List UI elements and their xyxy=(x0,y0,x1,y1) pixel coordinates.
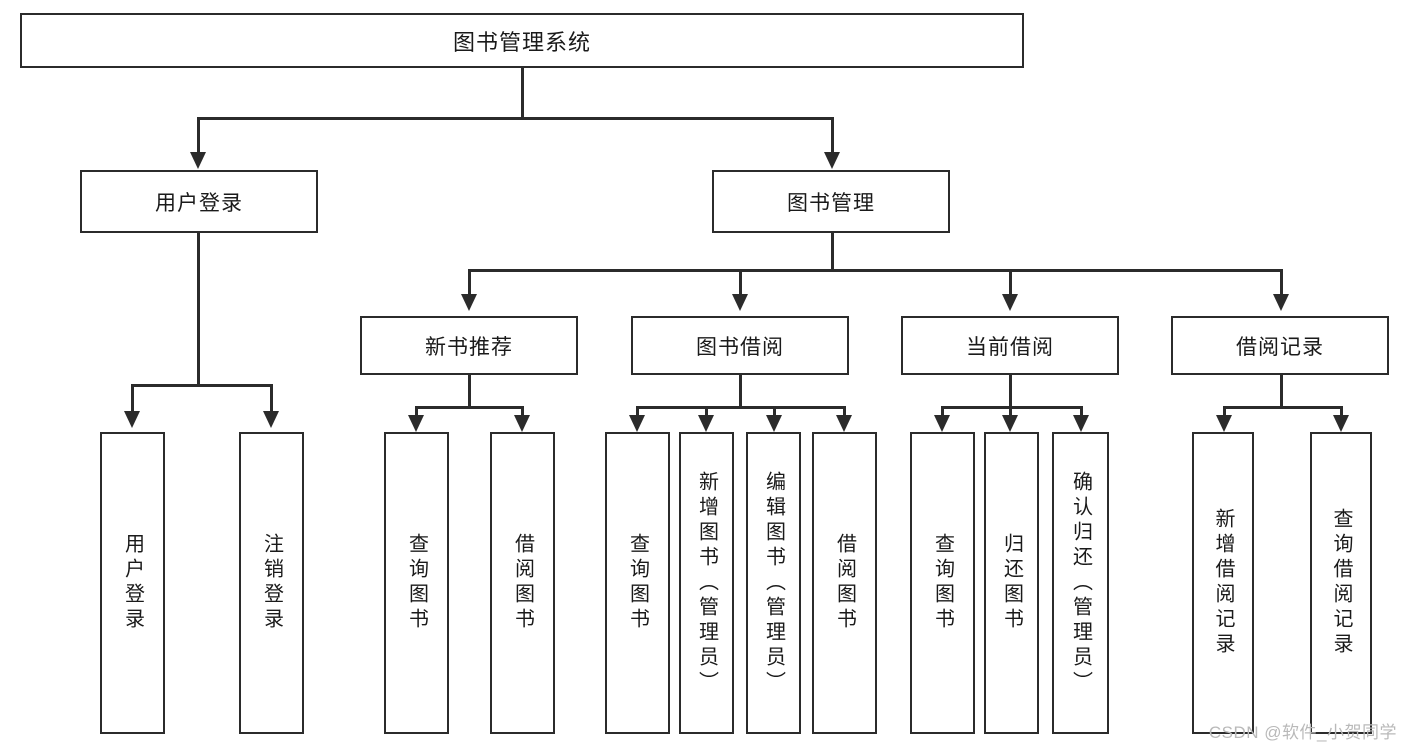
connector-to-book-borrow xyxy=(739,269,742,295)
connector-bb-drop-4 xyxy=(843,406,846,418)
node-user-login[interactable]: 用户登录 xyxy=(80,170,318,233)
arrowhead-book-manage xyxy=(824,152,840,169)
connector-bb-drop-1 xyxy=(636,406,639,418)
arrowhead-leaf-user-logout xyxy=(263,411,279,428)
node-leaf-edit-book[interactable]: 编辑图书（管理员） xyxy=(746,432,801,734)
connector-book-borrow-bus xyxy=(636,406,845,409)
node-label: 查询借阅记录 xyxy=(1330,508,1352,658)
node-label: 新书推荐 xyxy=(425,335,513,359)
node-label: 新增图书（管理员） xyxy=(695,470,718,696)
node-new-book-recommend[interactable]: 新书推荐 xyxy=(360,316,578,375)
connector-to-current-borrow xyxy=(1009,269,1012,295)
arrowhead-leaf-borrow-book-2 xyxy=(836,415,852,432)
node-label: 查询图书 xyxy=(405,533,428,633)
connector-new-book-recommend-stem xyxy=(468,375,471,408)
node-label: 用户登录 xyxy=(155,191,243,215)
connector-bb-drop-2 xyxy=(705,406,708,418)
node-label: 图书管理系统 xyxy=(452,29,591,55)
connector-current-borrow-stem xyxy=(1009,375,1012,408)
connector-book-manage-stem xyxy=(831,233,834,271)
node-borrow-record[interactable]: 借阅记录 xyxy=(1171,316,1389,375)
node-leaf-borrow-book-2[interactable]: 借阅图书 xyxy=(812,432,877,734)
node-label: 查询图书 xyxy=(626,533,649,633)
node-leaf-add-book[interactable]: 新增图书（管理员） xyxy=(679,432,734,734)
connector-nbr-drop-2 xyxy=(521,406,524,418)
arrowhead-leaf-query-book-2 xyxy=(629,415,645,432)
arrowhead-leaf-query-book-1 xyxy=(408,415,424,432)
connector-root-to-user-login xyxy=(197,117,200,153)
node-book-manage[interactable]: 图书管理 xyxy=(712,170,950,233)
node-label: 确认归还（管理员） xyxy=(1069,470,1092,696)
connector-br-drop-1 xyxy=(1223,406,1226,418)
node-label: 用户登录 xyxy=(121,533,144,633)
connector-root-stem xyxy=(521,68,524,118)
node-leaf-confirm-return[interactable]: 确认归还（管理员） xyxy=(1052,432,1109,734)
connector-root-to-book-manage xyxy=(831,117,834,153)
connector-to-borrow-record xyxy=(1280,269,1283,295)
arrowhead-leaf-add-record xyxy=(1216,415,1232,432)
arrowhead-leaf-user-login xyxy=(124,411,140,428)
node-label: 图书借阅 xyxy=(696,335,784,359)
connector-book-manage-bus xyxy=(468,269,1282,272)
node-leaf-query-book-1[interactable]: 查询图书 xyxy=(384,432,449,734)
arrowhead-book-borrow xyxy=(732,294,748,311)
node-leaf-query-book-3[interactable]: 查询图书 xyxy=(910,432,975,734)
arrowhead-leaf-edit-book xyxy=(766,415,782,432)
connector-cb-drop-3 xyxy=(1080,406,1083,418)
arrowhead-user-login xyxy=(190,152,206,169)
arrowhead-new-book-recommend xyxy=(461,294,477,311)
connector-borrow-record-bus xyxy=(1223,406,1342,409)
node-leaf-query-record[interactable]: 查询借阅记录 xyxy=(1310,432,1372,734)
connector-root-bus xyxy=(197,117,834,120)
connector-cb-drop-1 xyxy=(941,406,944,418)
connector-borrow-record-stem xyxy=(1280,375,1283,408)
node-leaf-user-login[interactable]: 用户登录 xyxy=(100,432,165,734)
arrowhead-leaf-borrow-book-1 xyxy=(514,415,530,432)
node-label: 编辑图书（管理员） xyxy=(762,470,785,696)
connector-br-drop-2 xyxy=(1340,406,1343,418)
node-root-book-management-system[interactable]: 图书管理系统 xyxy=(20,13,1024,68)
node-label: 查询图书 xyxy=(931,533,954,633)
connector-bb-drop-3 xyxy=(773,406,776,418)
node-book-borrow[interactable]: 图书借阅 xyxy=(631,316,849,375)
node-label: 当前借阅 xyxy=(966,335,1054,359)
node-leaf-user-logout[interactable]: 注销登录 xyxy=(239,432,304,734)
node-current-borrow[interactable]: 当前借阅 xyxy=(901,316,1119,375)
connector-user-login-stem xyxy=(197,233,200,386)
arrowhead-current-borrow xyxy=(1002,294,1018,311)
connector-nbr-drop-1 xyxy=(415,406,418,418)
node-label: 借阅图书 xyxy=(833,533,856,633)
arrowhead-leaf-add-book xyxy=(698,415,714,432)
arrowhead-borrow-record xyxy=(1273,294,1289,311)
node-leaf-return-book[interactable]: 归还图书 xyxy=(984,432,1039,734)
connector-user-login-drop-2 xyxy=(270,384,273,412)
connector-book-borrow-stem xyxy=(739,375,742,408)
node-label: 归还图书 xyxy=(1000,533,1023,633)
arrowhead-leaf-return-book xyxy=(1002,415,1018,432)
node-leaf-add-record[interactable]: 新增借阅记录 xyxy=(1192,432,1254,734)
node-leaf-query-book-2[interactable]: 查询图书 xyxy=(605,432,670,734)
arrowhead-leaf-query-record xyxy=(1333,415,1349,432)
connector-user-login-bus xyxy=(131,384,272,387)
connector-user-login-drop-1 xyxy=(131,384,134,412)
node-label: 注销登录 xyxy=(260,533,283,633)
node-label: 借阅图书 xyxy=(511,533,534,633)
arrowhead-leaf-query-book-3 xyxy=(934,415,950,432)
arrowhead-leaf-confirm-return xyxy=(1073,415,1089,432)
connector-cb-drop-2 xyxy=(1009,406,1012,418)
connector-current-borrow-bus xyxy=(941,406,1082,409)
node-label: 图书管理 xyxy=(787,191,875,215)
node-leaf-borrow-book-1[interactable]: 借阅图书 xyxy=(490,432,555,734)
node-label: 新增借阅记录 xyxy=(1212,508,1234,658)
connector-new-book-recommend-bus xyxy=(415,406,521,409)
connector-to-new-book-recommend xyxy=(468,269,471,295)
node-label: 借阅记录 xyxy=(1236,335,1324,359)
